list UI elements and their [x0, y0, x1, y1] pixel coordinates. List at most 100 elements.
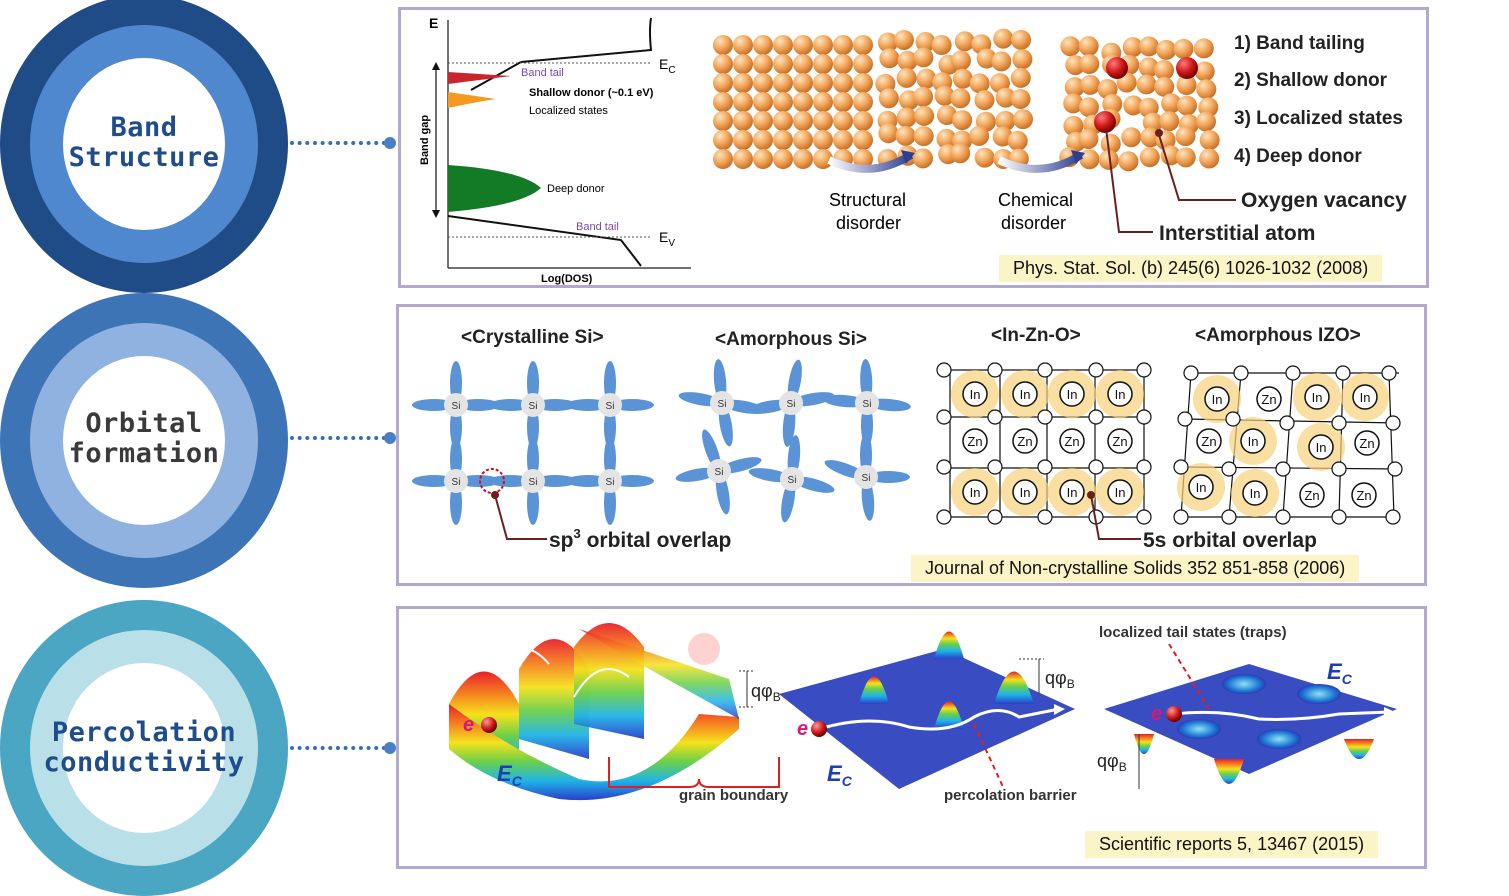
reference-percolation: Scientific reports 5, 13467 (2015)	[1085, 831, 1379, 858]
lattice-atom	[813, 54, 833, 74]
lattice-atom	[1194, 61, 1215, 82]
lattice-atom	[913, 126, 934, 147]
connector-percolation	[290, 746, 386, 750]
o-atom	[1331, 461, 1347, 477]
lattice-atom	[733, 130, 753, 150]
lattice-atom	[733, 54, 753, 74]
qphi-label-1: qφB	[751, 681, 781, 704]
structural-disorder-lattice	[875, 28, 1033, 169]
atom-label: In	[1316, 440, 1327, 455]
atom-label: In	[1250, 486, 1261, 501]
interstitial-atom	[1094, 111, 1116, 133]
in-atom	[1188, 474, 1214, 500]
lattice-atom	[713, 130, 733, 150]
atom-label: Zn	[1304, 488, 1319, 503]
arrowhead	[901, 150, 915, 164]
grain-bracket	[608, 757, 780, 788]
electron-1	[481, 717, 497, 733]
traps-label: localized tail states (traps)	[1099, 624, 1287, 641]
wave-base	[449, 704, 739, 801]
lattice-atom	[733, 111, 753, 131]
lattice-atom	[853, 130, 873, 150]
sp3-label: sp3 orbital overlap	[549, 526, 731, 552]
lattice-atom	[1007, 130, 1028, 151]
zn-atom	[1351, 482, 1377, 508]
lattice-atom	[974, 90, 995, 111]
atom-label: In	[1360, 390, 1371, 405]
lattice-atom	[793, 92, 813, 112]
circle-title-line1: Percolation	[51, 717, 237, 748]
lattice-atom	[1175, 126, 1196, 147]
atom-label: Zn	[1359, 436, 1374, 451]
peak	[859, 676, 889, 704]
o-atom	[1233, 365, 1249, 381]
trap-dip	[1344, 739, 1374, 759]
lattice-atom	[1102, 93, 1123, 114]
zn-atom	[1196, 428, 1222, 454]
in-atom	[1352, 384, 1378, 410]
lattice-atom	[934, 85, 955, 106]
band-tail-top-shape	[448, 72, 511, 84]
atom-label: In	[970, 387, 981, 402]
shallow-donor-label: Shallow donor (~0.1 eV)	[529, 87, 654, 99]
lattice-atom	[1118, 151, 1139, 172]
lattice-atom	[1199, 148, 1220, 169]
si-label: Si	[529, 401, 538, 412]
lattice-atom	[753, 73, 773, 93]
lattice-atom	[1123, 95, 1144, 116]
electron-label-3: e	[1151, 703, 1162, 725]
si-atom	[854, 465, 878, 489]
inner-ring	[63, 58, 225, 230]
lattice-atom	[713, 54, 733, 74]
arrowhead-up	[432, 62, 440, 70]
ev-label: EV	[659, 229, 675, 249]
lattice-atom	[713, 35, 733, 55]
o-atom	[1136, 509, 1152, 525]
atom-label: In	[1115, 485, 1126, 500]
lattice-atom	[793, 111, 813, 131]
si-label: Si	[862, 473, 871, 484]
lattice-atom	[813, 35, 833, 55]
reference-orbital: Journal of Non-crystalline Solids 352 85…	[911, 555, 1360, 582]
o-atom	[1387, 461, 1403, 477]
lattice-atom	[995, 110, 1016, 131]
si-label: Si	[715, 467, 724, 478]
hop-arrow	[483, 646, 550, 670]
band-tail-top-label: Band tail	[521, 67, 564, 79]
atom-label: In	[1248, 434, 1259, 449]
o-atom	[987, 459, 1003, 475]
qphi-label-2: qφB	[1045, 668, 1075, 691]
structural-label: Structural	[829, 190, 906, 210]
lattice-atom	[793, 73, 813, 93]
interstitial-atom-label: Interstitial atom	[1159, 222, 1315, 245]
localized-states-label: Localized states	[529, 105, 608, 117]
lattice-atom	[733, 73, 753, 93]
atom-label: In	[1020, 485, 1031, 500]
oxygen-vacancy-label: Oxygen vacancy	[1241, 189, 1407, 212]
lattice-atom	[1159, 111, 1180, 132]
zn-atom	[1059, 428, 1085, 454]
lattice-atom	[793, 130, 813, 150]
lattice-atom	[895, 125, 916, 146]
hop-arrow	[678, 644, 720, 660]
si-atom	[444, 393, 468, 417]
si-label: Si	[452, 477, 461, 488]
si-label: Si	[529, 477, 538, 488]
lattice-atom	[1079, 54, 1100, 75]
inner-ring	[63, 356, 225, 525]
o-atom	[1221, 461, 1237, 477]
leader-dot	[1155, 129, 1163, 137]
arrowhead	[1384, 707, 1395, 718]
lattice-atom	[916, 68, 937, 89]
lattice-atom	[1010, 88, 1031, 109]
in-atom	[1059, 479, 1085, 505]
trap-well	[1222, 674, 1266, 694]
o-atom	[1088, 409, 1104, 425]
reference-band: Phys. Stat. Sol. (b) 245(6) 1026-1032 (2…	[999, 255, 1383, 282]
arrowhead-down	[432, 210, 440, 218]
atom-label: Zn	[1064, 434, 1079, 449]
zn-atom	[1256, 386, 1282, 412]
lattice-atom	[733, 35, 753, 55]
